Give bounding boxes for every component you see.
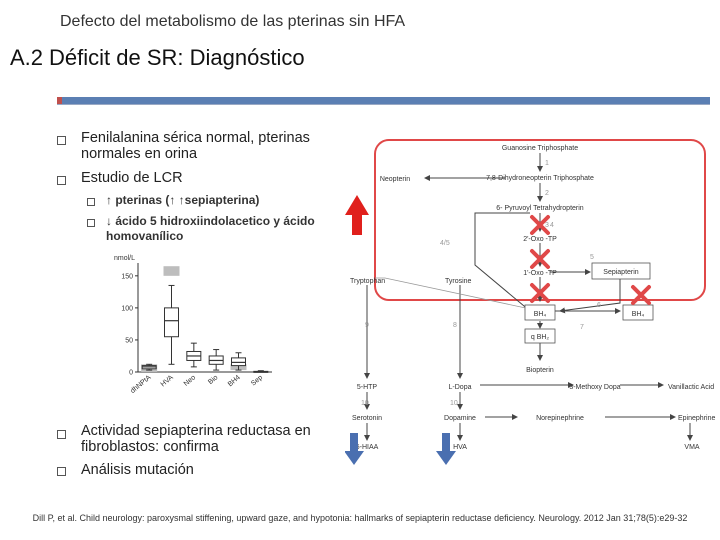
- node-bh4-b: BH₄: [632, 311, 645, 318]
- node-dhnp: 7,8-Dihydroneopterin Triphosphate: [486, 175, 594, 182]
- chart-box: [231, 357, 246, 367]
- node-neopterin: Neopterin: [380, 176, 410, 183]
- edge-sepiapterin-bh4: [559, 279, 621, 314]
- increase-arrow-icon: [345, 195, 369, 235]
- slide-subtitle: Defecto del metabolismo de las pterinas …: [60, 13, 406, 30]
- step-label: 7: [580, 324, 584, 331]
- node-bh4-b-box: [622, 304, 654, 321]
- blocked-step-x-icon: [530, 283, 550, 303]
- node-biopterin: Biopterin: [526, 367, 554, 374]
- node-vanillactic: Vanillactic Acid: [668, 384, 714, 391]
- bullet-text-2: Estudio de LCR: [81, 170, 183, 186]
- chart-ytick-label: 0: [129, 370, 133, 377]
- node-vma: VMA: [684, 444, 700, 451]
- chart-ytick-label: 150: [121, 273, 133, 280]
- step-label: 5: [590, 254, 594, 261]
- chart-xtick-label: Sep: [250, 374, 264, 387]
- node-epinephrine: Epinephrine: [678, 415, 715, 422]
- sub-bullet-marker: [87, 198, 95, 206]
- chart-ylabel: nmol/L: [114, 255, 135, 262]
- step-label: 3: [545, 222, 549, 229]
- node-bh2: q BH₂: [531, 334, 550, 341]
- chart-xlabels: dhNPtA HVA Neo Bio BH4 Sep: [129, 374, 264, 395]
- node-oxo1: 1'-Oxo -TP: [523, 270, 557, 277]
- node-norepinephrine: Norepinephrine: [536, 415, 584, 422]
- sub-bullet-text-2: ↓ ácido 5 hidroxiindolacetico y ácido ho…: [106, 214, 315, 243]
- decrease-arrow-hiaa-icon: [345, 433, 364, 465]
- sub-bullet-text-1: ↑ pterinas (↑ ↑sepiapterina): [106, 193, 260, 207]
- bullet-marker: [57, 467, 66, 476]
- edge-bh4-cofactor: [375, 277, 536, 311]
- step-label: 10: [450, 400, 458, 407]
- bullet-text-4: Análisis mutación: [81, 462, 194, 478]
- node-sepiapterin: Sepiapterin: [603, 269, 639, 276]
- step-label: 4: [550, 222, 554, 229]
- node-sepiapterin-box: [591, 262, 651, 280]
- node-bh4: BH₄: [534, 311, 547, 318]
- node-hiaa: 5-HIAA: [356, 444, 379, 451]
- node-ptp: 6- Pyruvoyl Tetrahydropterin: [496, 205, 584, 212]
- csf-boxplot-chart: nmol/L 0 50 100 150 dhNPtA HVA Neo Bio BH4 Sep: [114, 255, 272, 395]
- title-rule-line: [57, 104, 710, 105]
- node-htp: 5-HTP: [357, 384, 378, 391]
- chart-xtick-label: Bio: [207, 374, 219, 386]
- node-gtp: Guanosine Triphosphate: [502, 145, 578, 152]
- step-label: 8: [453, 322, 457, 329]
- step-label: 2: [545, 190, 549, 197]
- chart-patient-bar: [163, 266, 180, 276]
- node-hva: HVA: [453, 444, 467, 451]
- node-bh2-box: [524, 328, 556, 344]
- title-rule-red: [57, 97, 62, 104]
- node-tryptophan: Tryptophan: [350, 278, 385, 285]
- node-bh4-box: [524, 304, 556, 321]
- step-label: 9: [365, 322, 369, 329]
- node-serotonin: Serotonin: [352, 415, 382, 422]
- title-text: Déficit de SR: Diagnóstico: [49, 45, 305, 70]
- chart-yticks: 0 50 100 150: [121, 273, 138, 377]
- chart-xtick-label: dhNPtA: [129, 374, 152, 395]
- sub-bullet-marker: [87, 219, 95, 227]
- chart-boxes: [141, 284, 269, 373]
- edge-ptp-bh4: [474, 212, 531, 312]
- bullet-marker: [57, 176, 66, 185]
- bullet-marker: [57, 136, 66, 145]
- chart-ytick-label: 50: [125, 337, 133, 344]
- section-number: A.2: [10, 45, 44, 70]
- node-methoxydopa: 3-Methoxy Dopa: [569, 384, 620, 391]
- node-dopamine: Dopamine: [444, 415, 476, 422]
- step-label: 10: [361, 400, 369, 407]
- step-label: 6: [597, 302, 601, 309]
- chart-xtick-label: Neo: [183, 374, 197, 388]
- blocked-step-x-icon: [530, 215, 550, 235]
- bullet-marker: [57, 430, 66, 439]
- chart-xtick-label: BH4: [227, 374, 242, 388]
- node-tyrosine: Tyrosine: [445, 278, 472, 285]
- bullet-text-1: Fenilalanina sérica normal, pterinas nor…: [81, 130, 310, 162]
- step-label: 4/5: [440, 240, 450, 247]
- pterin-pathway-diagram: Guanosine Triphosphate Neopterin 7,8-Dih…: [345, 139, 715, 465]
- node-ldopa: L-Dopa: [449, 384, 472, 391]
- citation: Dill P, et al. Child neurology: paroxysm…: [32, 513, 688, 523]
- step-label: 1: [545, 160, 549, 167]
- blocked-step-x-icon: [530, 249, 550, 269]
- blocked-step-x-icon: [631, 285, 651, 305]
- decrease-arrow-hva-icon: [436, 433, 456, 465]
- title-rule-blue: [62, 97, 710, 104]
- chart-xtick-label: HVA: [160, 374, 175, 388]
- chart-ytick-label: 100: [121, 305, 133, 312]
- node-oxo2: 2'-Oxo -TP: [523, 236, 557, 243]
- bullet-text-3: Actividad sepiapterina reductasa en fibr…: [81, 423, 311, 455]
- chart-box: [164, 307, 179, 338]
